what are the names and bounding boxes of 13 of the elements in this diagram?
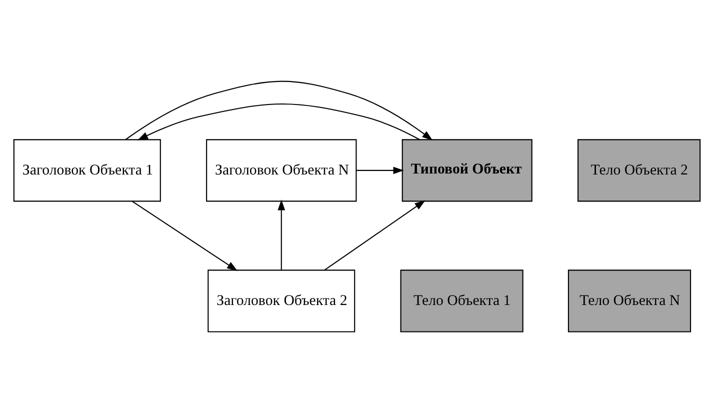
arrow [356, 166, 404, 174]
node-box: Заголовок Объекта 2 [207, 269, 355, 332]
node-box: Тело Объекта 1 [400, 269, 523, 332]
node-box: Тело Объекта 2 [576, 138, 700, 202]
arrow [136, 103, 420, 140]
arrow [124, 80, 432, 140]
arrow [131, 200, 238, 270]
node-box: Заголовок Объекта 1 [12, 138, 160, 202]
node-box: Тело Объекта N [567, 269, 691, 332]
arrow [324, 200, 425, 270]
arrow [277, 199, 285, 270]
node-box: Заголовок Объекта N [206, 138, 356, 202]
node-box: Типовой Объект [401, 138, 532, 202]
